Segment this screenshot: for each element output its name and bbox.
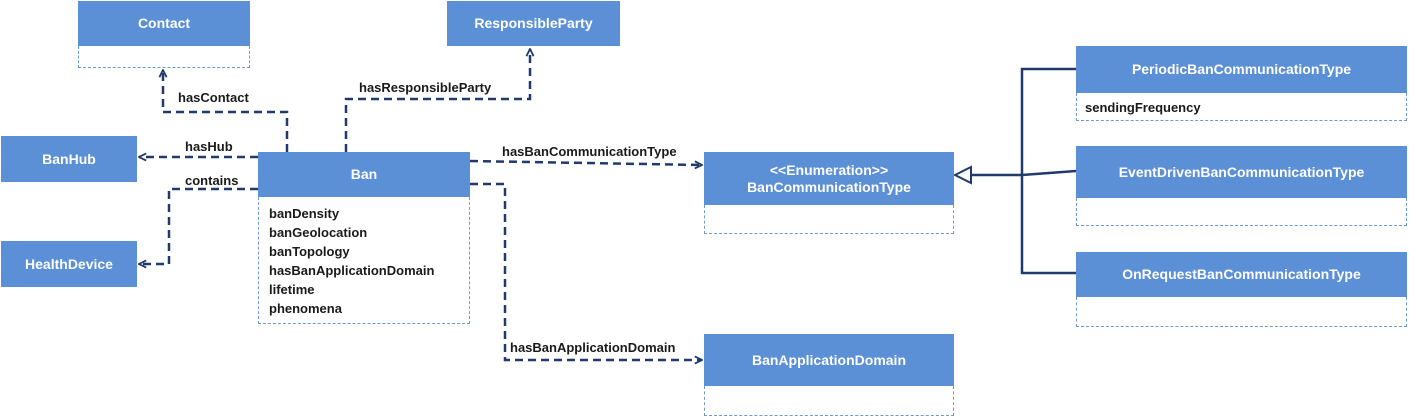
class-periodic-ban-communication-type[interactable]: PeriodicBanCommunicationType sendingFreq… bbox=[1076, 46, 1407, 121]
class-name: Ban bbox=[350, 166, 378, 182]
edge-has-responsible-party bbox=[344, 49, 530, 152]
attribute: lifetime bbox=[269, 282, 315, 297]
class-contact-header: Contact bbox=[78, 1, 250, 46]
attribute: banDensity bbox=[269, 206, 340, 221]
class-contact[interactable]: Contact bbox=[78, 1, 250, 68]
attribute: phenomena bbox=[269, 301, 342, 316]
class-periodic-body: sendingFrequency bbox=[1076, 93, 1407, 121]
class-name: ResponsibleParty bbox=[474, 15, 593, 31]
class-periodic-header: PeriodicBanCommunicationType bbox=[1076, 46, 1407, 93]
attribute: hasBanApplicationDomain bbox=[269, 263, 435, 278]
class-ban-body: banDensity banGeolocation banTopology ha… bbox=[258, 197, 470, 324]
class-name: EventDrivenBanCommunicationType bbox=[1118, 163, 1365, 180]
label-has-ban-application-domain: hasBanApplicationDomain bbox=[510, 340, 676, 355]
class-responsible-party[interactable]: ResponsibleParty bbox=[447, 1, 620, 46]
class-event-driven-ban-communication-type[interactable]: EventDrivenBanCommunicationType bbox=[1076, 146, 1407, 226]
attribute: banTopology bbox=[269, 244, 350, 259]
generalization-arrowhead bbox=[952, 165, 972, 185]
generalization-periodic bbox=[1020, 67, 1076, 275]
edge-has-ban-application-domain bbox=[470, 182, 702, 360]
class-ban-communication-type-header: <<Enumeration>> BanCommunicationType bbox=[704, 152, 954, 205]
edge-contains bbox=[139, 187, 258, 264]
class-name: Contact bbox=[137, 15, 191, 31]
class-on-request-header: OnRequestBanCommunicationType bbox=[1076, 252, 1407, 297]
class-event-driven-header: EventDrivenBanCommunicationType bbox=[1076, 146, 1407, 198]
class-ban-communication-type-body bbox=[704, 205, 954, 234]
edge-has-ban-communication-type bbox=[469, 159, 702, 165]
class-contact-body bbox=[78, 46, 250, 68]
class-health-device[interactable]: HealthDevice bbox=[1, 241, 137, 287]
class-ban-application-domain-header: BanApplicationDomain bbox=[704, 334, 954, 386]
class-name: BanCommunicationType bbox=[747, 178, 911, 195]
class-ban-header: Ban bbox=[258, 152, 470, 197]
class-name: OnRequestBanCommunicationType bbox=[1122, 266, 1361, 282]
class-on-request-ban-communication-type[interactable]: OnRequestBanCommunicationType bbox=[1076, 252, 1407, 327]
label-has-ban-communication-type: hasBanCommunicationType bbox=[502, 144, 677, 159]
class-ban-hub[interactable]: BanHub bbox=[1, 136, 137, 182]
attribute: banGeolocation bbox=[269, 225, 368, 240]
class-event-driven-body bbox=[1076, 198, 1407, 226]
class-ban-application-domain-body bbox=[704, 386, 954, 416]
label-has-hub: hasHub bbox=[185, 139, 233, 154]
class-ban-application-domain[interactable]: BanApplicationDomain bbox=[704, 334, 954, 416]
class-name: PeriodicBanCommunicationType bbox=[1131, 61, 1352, 77]
class-name: HealthDevice bbox=[25, 255, 113, 272]
class-responsible-party-header: ResponsibleParty bbox=[447, 1, 620, 46]
class-ban-communication-type[interactable]: <<Enumeration>> BanCommunicationType bbox=[704, 152, 954, 234]
class-name: BanApplicationDomain bbox=[751, 351, 906, 368]
class-ban-hub-header: BanHub bbox=[1, 136, 137, 182]
generalization-event-driven bbox=[1021, 169, 1077, 177]
label-has-contact: hasContact bbox=[178, 90, 249, 105]
class-health-device-header: HealthDevice bbox=[1, 241, 137, 287]
label-contains: contains bbox=[185, 173, 239, 188]
stereotype-label: <<Enumeration>> bbox=[769, 161, 889, 178]
class-on-request-body bbox=[1076, 297, 1407, 327]
attribute: sendingFrequency bbox=[1085, 100, 1201, 115]
class-name: BanHub bbox=[42, 150, 96, 167]
edge-has-contact bbox=[163, 70, 289, 152]
label-has-responsible-party: hasResponsibleParty bbox=[359, 80, 492, 95]
class-ban[interactable]: Ban banDensity banGeolocation banTopolog… bbox=[258, 152, 470, 324]
